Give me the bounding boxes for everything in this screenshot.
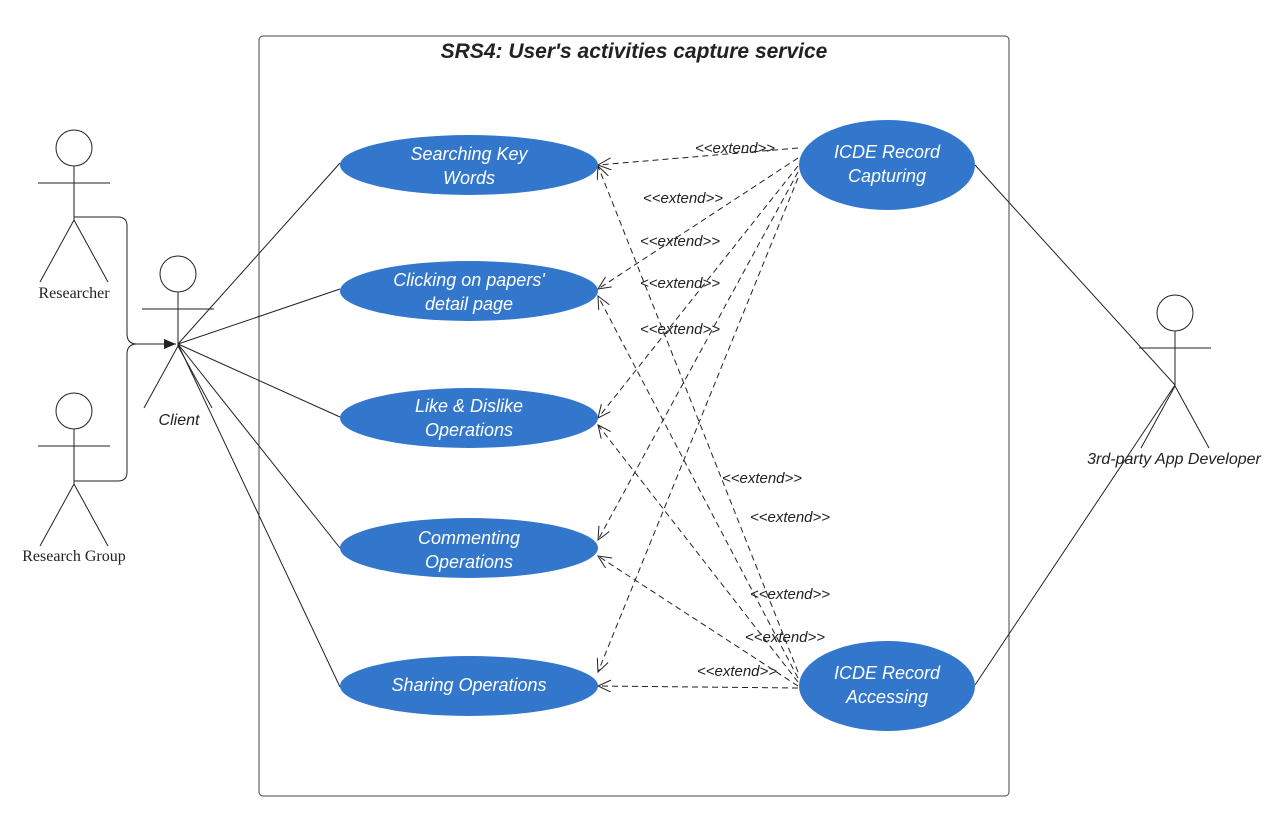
associations <box>74 162 1176 688</box>
use-case-clicking[interactable] <box>340 261 598 321</box>
extend-label: <<extend>> <box>640 233 720 250</box>
assoc-capturing-developer <box>974 164 1176 386</box>
actor-client-figure[interactable] <box>142 255 214 409</box>
assoc-client-searching <box>177 162 341 345</box>
extend-accessing-sharing <box>598 686 799 688</box>
actor-researcher-figure[interactable] <box>38 129 110 283</box>
assoc-client-like <box>177 343 341 418</box>
use-case-label: Like & Dislike <box>415 396 523 416</box>
assoc-accessing-developer <box>974 384 1176 686</box>
actor-research-group-figure[interactable] <box>38 392 110 547</box>
system-title: SRS4: User's activities capture service <box>441 40 828 63</box>
system-boundary <box>258 35 1010 797</box>
use-case-commenting[interactable] <box>340 518 598 578</box>
use-cases <box>340 120 975 731</box>
use-case-accessing[interactable] <box>799 641 975 731</box>
assoc-client-commenting <box>177 343 341 549</box>
use-case-like[interactable] <box>340 388 598 448</box>
actor-client-label: Client <box>159 412 200 429</box>
extend-labels: <<extend>> <<extend>> <<extend>> <<exten… <box>640 140 830 680</box>
use-case-label: Clicking on papers' <box>393 270 545 290</box>
use-case-label: Sharing Operations <box>391 675 546 695</box>
use-case-label: Capturing <box>848 166 926 186</box>
assoc-client-sharing <box>177 343 341 688</box>
actor-researcher-label: Researcher <box>38 285 110 302</box>
actor-research-group-label: Research Group <box>22 548 126 565</box>
use-case-label: Operations <box>425 420 513 440</box>
use-case-label: Operations <box>425 552 513 572</box>
extend-label: <<extend>> <box>697 663 777 680</box>
extend-label: <<extend>> <box>745 629 825 646</box>
generalization-research-group <box>74 343 176 482</box>
extend-label: <<extend>> <box>750 509 830 526</box>
use-case-label: detail page <box>425 294 513 314</box>
extend-capturing-searching <box>598 147 799 165</box>
extend-label: <<extend>> <box>722 470 802 487</box>
extend-capturing-sharing <box>598 177 799 672</box>
extend-capturing-clicking <box>598 157 799 289</box>
extend-accessing-clicking <box>598 296 799 679</box>
use-case-label: Words <box>443 168 495 188</box>
extend-accessing-like <box>598 425 799 683</box>
use-case-searching[interactable] <box>340 135 598 195</box>
generalization-researcher <box>74 216 176 349</box>
use-case-label: Commenting <box>418 528 520 548</box>
actor-developer-label: 3rd-party App Developer <box>1087 451 1261 468</box>
use-case-labels: Searching Key Words Clicking on papers' … <box>391 142 941 707</box>
extend-label: <<extend>> <box>643 190 723 207</box>
extend-accessing-searching <box>598 166 799 673</box>
use-case-label: Accessing <box>845 687 928 707</box>
use-case-label: ICDE Record <box>834 663 941 683</box>
extend-capturing-like <box>598 165 799 418</box>
extend-label: <<extend>> <box>750 586 830 603</box>
actor-developer-figure[interactable] <box>1139 294 1211 449</box>
use-case-label: ICDE Record <box>834 142 941 162</box>
extend-relations <box>598 147 799 688</box>
assoc-client-clicking <box>177 288 341 345</box>
use-case-label: Searching Key <box>410 144 528 164</box>
extend-label: <<extend>> <box>640 321 720 338</box>
extend-label: <<extend>> <box>695 140 775 157</box>
use-case-capturing[interactable] <box>799 120 975 210</box>
use-case-sharing[interactable] <box>340 656 598 716</box>
extend-label: <<extend>> <box>640 275 720 292</box>
